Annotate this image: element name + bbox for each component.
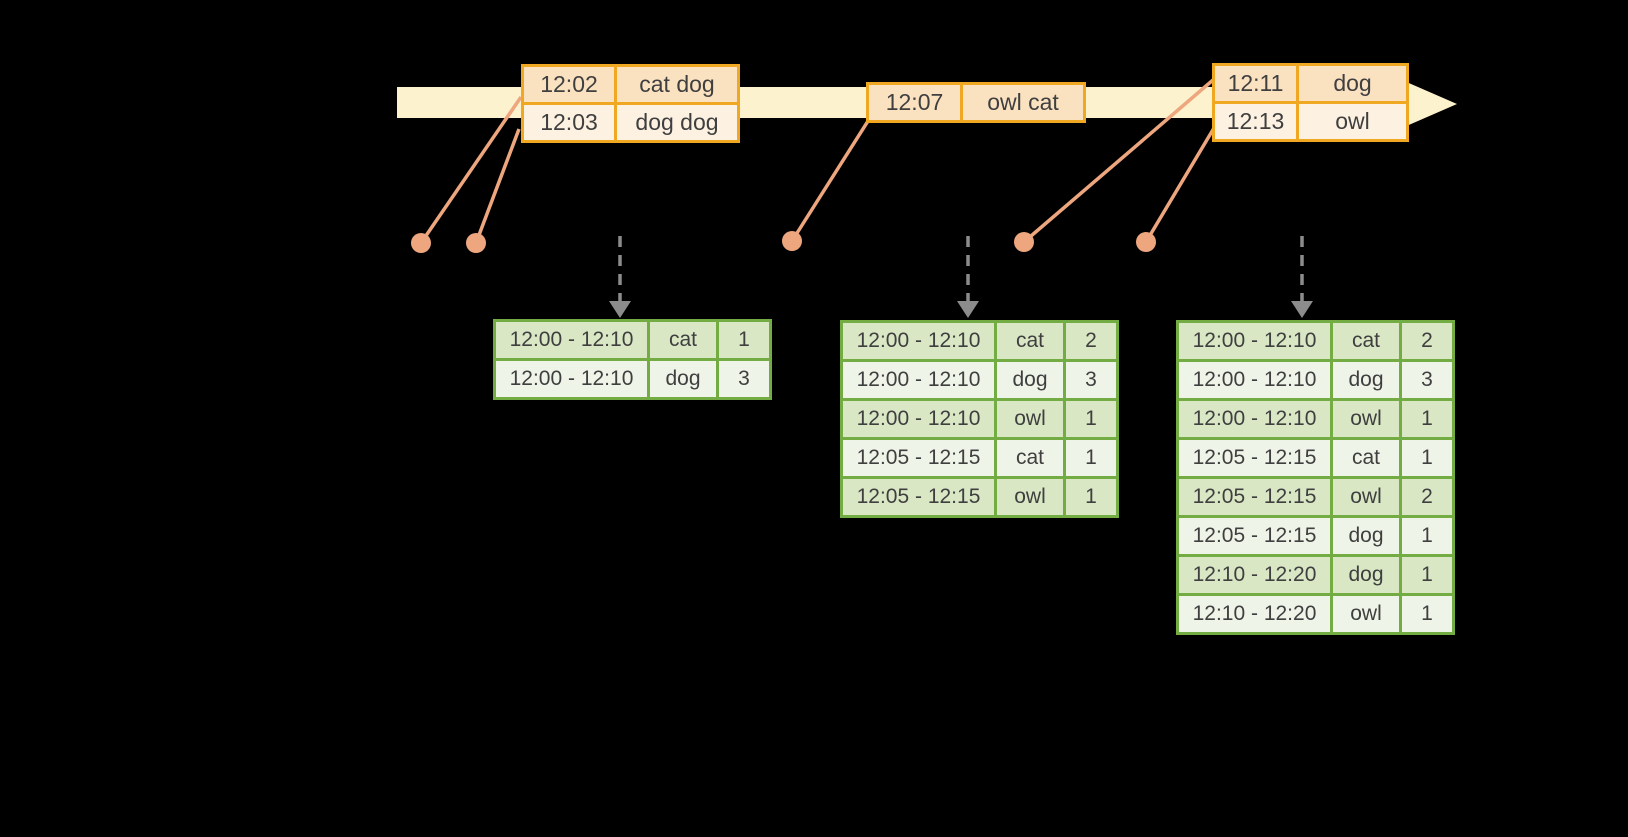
table-cell: owl	[994, 476, 1066, 518]
table-cell: 12:07	[866, 82, 963, 123]
table-cell: owl	[1330, 398, 1402, 440]
table-cell: cat	[994, 320, 1066, 362]
table-cell: dog	[1330, 515, 1402, 557]
event-dot	[466, 233, 486, 253]
table-cell: 1	[1063, 398, 1119, 440]
event-connector-lines	[419, 78, 1216, 244]
table-cell: 12:05 - 12:15	[840, 437, 997, 479]
event-connector-line	[474, 128, 521, 244]
table-cell: 1	[1399, 593, 1455, 635]
table-cell: owl	[1296, 101, 1409, 142]
table-cell: dog	[647, 358, 719, 400]
trigger-arrows	[618, 236, 1304, 302]
table-cell: dog	[1330, 359, 1402, 401]
table-cell: 12:03	[521, 102, 617, 143]
table-cell: 12:02	[521, 64, 617, 105]
table-cell: 3	[1399, 359, 1455, 401]
table-cell: 2	[1399, 476, 1455, 518]
table-cell: 1	[1063, 476, 1119, 518]
trigger-arrowhead-icon	[609, 301, 631, 318]
event-connector-line	[790, 120, 870, 242]
table-cell: 2	[1063, 320, 1119, 362]
table-cell: owl	[1330, 593, 1402, 635]
event-dots	[411, 231, 1156, 253]
event-dot	[1014, 232, 1034, 252]
event-dot	[1136, 232, 1156, 252]
table-cell: dog	[1296, 63, 1409, 104]
table-cell: 12:00 - 12:10	[840, 320, 997, 362]
table-cell: 1	[1063, 437, 1119, 479]
table-cell: 12:00 - 12:10	[840, 359, 997, 401]
table-cell: 1	[1399, 437, 1455, 479]
table-cell: 12:00 - 12:10	[1176, 320, 1333, 362]
table-cell: 12:00 - 12:10	[1176, 359, 1333, 401]
table-cell: 1	[716, 319, 772, 361]
table-cell: 12:00 - 12:10	[1176, 398, 1333, 440]
table-cell: owl	[1330, 476, 1402, 518]
event-connector-line	[419, 96, 523, 244]
table-cell: 3	[1063, 359, 1119, 401]
trigger-arrowheads	[609, 301, 1313, 318]
table-cell: 1	[1399, 554, 1455, 596]
table-cell: 12:13	[1212, 101, 1299, 142]
table-cell: cat dog	[614, 64, 740, 105]
table-cell: 3	[716, 358, 772, 400]
table-cell: owl cat	[960, 82, 1086, 123]
table-cell: cat	[1330, 320, 1402, 362]
table-cell: 12:00 - 12:10	[493, 319, 650, 361]
table-cell: 12:11	[1212, 63, 1299, 104]
table-cell: 1	[1399, 398, 1455, 440]
event-connector-line	[1144, 127, 1216, 243]
trigger-arrowhead-icon	[957, 301, 979, 318]
table-cell: dog dog	[614, 102, 740, 143]
table-cell: cat	[1330, 437, 1402, 479]
table-cell: cat	[647, 319, 719, 361]
table-cell: dog	[1330, 554, 1402, 596]
table-cell: 12:05 - 12:15	[840, 476, 997, 518]
table-cell: 12:10 - 12:20	[1176, 593, 1333, 635]
event-dot	[411, 233, 431, 253]
table-cell: 1	[1399, 515, 1455, 557]
table-cell: 12:00 - 12:10	[840, 398, 997, 440]
table-cell: 12:05 - 12:15	[1176, 515, 1333, 557]
table-cell: 2	[1399, 320, 1455, 362]
event-dot	[782, 231, 802, 251]
table-cell: 12:10 - 12:20	[1176, 554, 1333, 596]
trigger-arrowhead-icon	[1291, 301, 1313, 318]
table-cell: 12:05 - 12:15	[1176, 437, 1333, 479]
table-cell: 12:00 - 12:10	[493, 358, 650, 400]
table-cell: 12:05 - 12:15	[1176, 476, 1333, 518]
table-cell: dog	[994, 359, 1066, 401]
table-cell: cat	[994, 437, 1066, 479]
event-connector-line	[1022, 78, 1215, 244]
table-cell: owl	[994, 398, 1066, 440]
